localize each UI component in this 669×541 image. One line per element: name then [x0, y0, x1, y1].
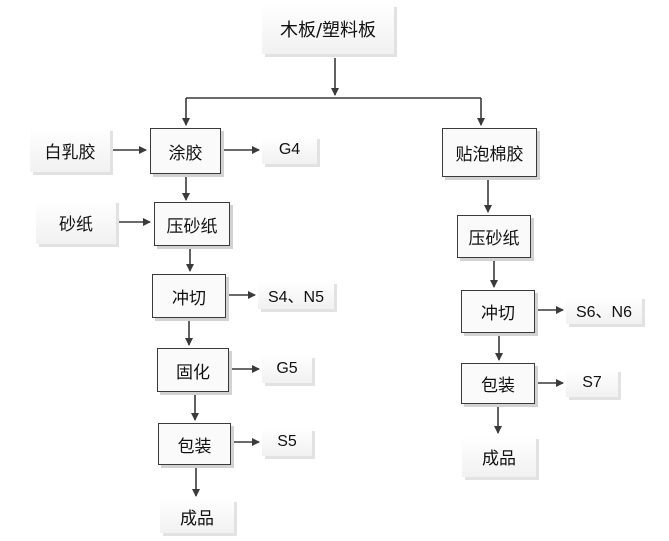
node-pack-right: 包装: [461, 363, 535, 404]
node-white-glue: 白乳胶: [30, 128, 110, 172]
node-product-left: 成品: [160, 499, 234, 533]
node-g4: G4: [262, 136, 317, 164]
node-curing: 固化: [157, 348, 229, 392]
node-s5: S5: [262, 428, 312, 456]
node-product-right: 成品: [462, 436, 536, 477]
node-s4-n5: S4、N5: [258, 281, 334, 309]
node-gluing: 涂胶: [150, 128, 221, 174]
node-cotton-glue: 贴泡棉胶: [442, 128, 537, 177]
node-pack-left: 包装: [158, 423, 231, 465]
node-press-sandpaper-left: 压砂纸: [154, 202, 230, 246]
node-s7: S7: [566, 369, 618, 397]
node-raw-board: 木板/塑料板: [262, 4, 394, 54]
node-s6-n6: S6、N6: [566, 296, 642, 324]
node-punch-right: 冲切: [461, 290, 535, 333]
node-g5: G5: [262, 355, 312, 383]
node-sandpaper: 砂纸: [36, 200, 116, 244]
node-punch-left: 冲切: [152, 274, 226, 318]
node-press-sandpaper-right: 压砂纸: [457, 215, 531, 258]
